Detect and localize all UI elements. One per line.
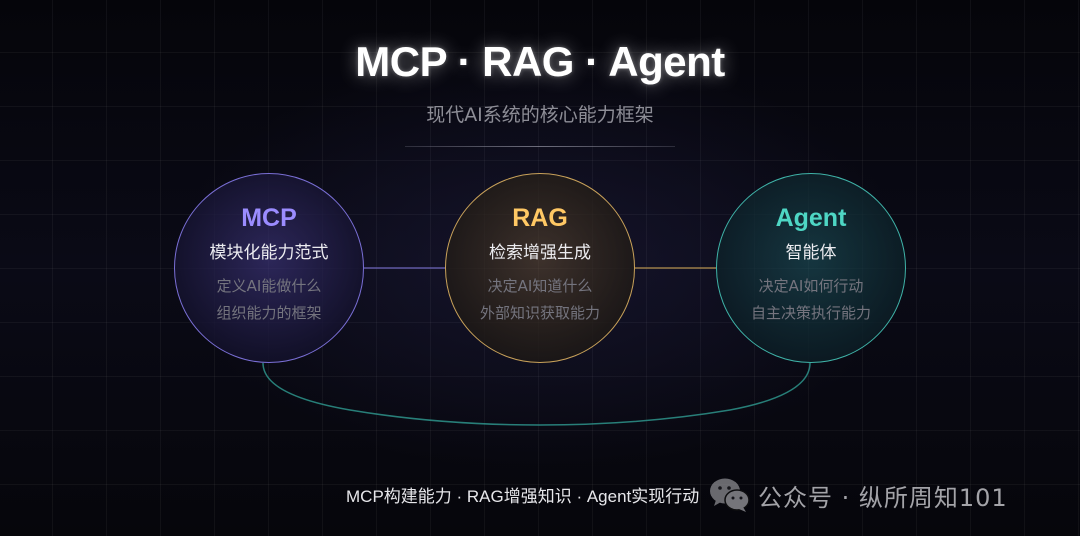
watermark-text: 公众号 · 纵所周知101 — [758, 483, 1008, 512]
node-rag-desc-2: 外部知识获取能力 — [479, 304, 600, 322]
node-agent: Agent 智能体 决定AI如何行动 自主决策执行能力 — [716, 173, 906, 363]
node-rag-name: RAG — [512, 204, 568, 232]
node-mcp: MCP 模块化能力范式 定义AI能做什么 组织能力的框架 — [174, 173, 364, 363]
connector-mcp-agent-arc — [262, 362, 811, 426]
page-title: MCP · RAG · Agent — [355, 38, 725, 85]
node-agent-name: Agent — [775, 204, 847, 232]
node-mcp-name-cn: 模块化能力范式 — [209, 243, 329, 263]
node-agent-desc-2: 自主决策执行能力 — [750, 304, 871, 322]
node-rag-name-cn: 检索增强生成 — [489, 243, 591, 263]
node-rag-desc-1: 决定AI知道什么 — [487, 277, 593, 295]
title-divider — [405, 146, 675, 147]
wechat-icon — [708, 476, 752, 514]
watermark: 公众号 · 纵所周知101 — [708, 476, 1008, 514]
node-mcp-name: MCP — [241, 204, 297, 232]
node-agent-name-cn: 智能体 — [785, 243, 837, 263]
footer-summary: MCP构建能力 · RAG增强知识 · Agent实现行动 — [346, 487, 700, 506]
node-rag: RAG 检索增强生成 决定AI知道什么 外部知识获取能力 — [445, 173, 635, 363]
node-agent-desc-1: 决定AI如何行动 — [758, 277, 864, 295]
node-mcp-desc-2: 组织能力的框架 — [216, 304, 322, 322]
page-subtitle: 现代AI系统的核心能力框架 — [426, 104, 654, 126]
node-mcp-desc-1: 定义AI能做什么 — [216, 277, 322, 295]
